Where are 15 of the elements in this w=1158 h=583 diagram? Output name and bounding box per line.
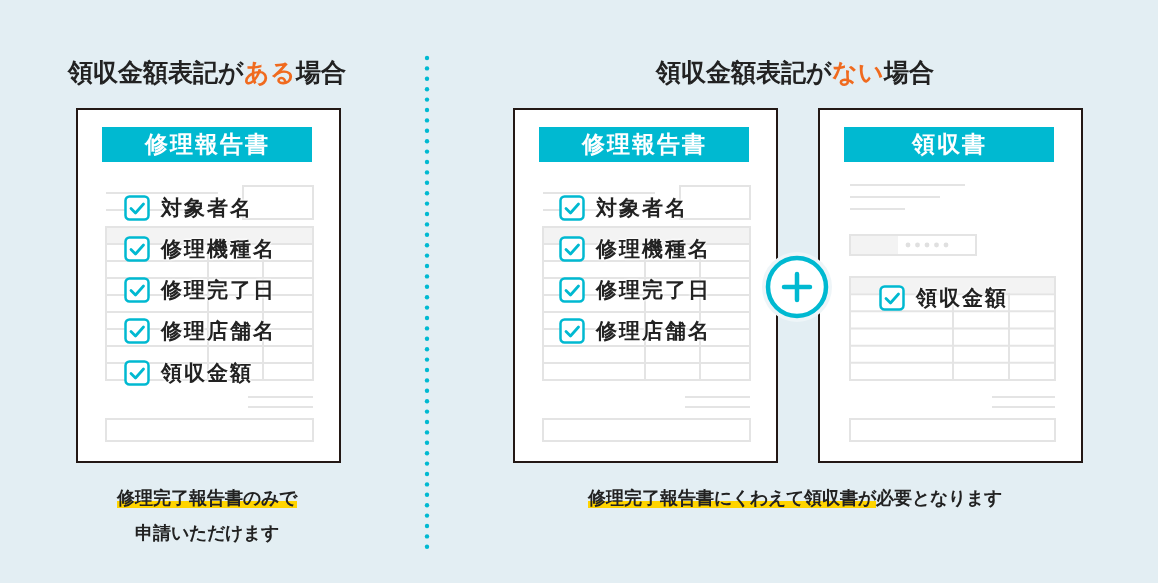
section-heading: 領収金額表記がない場合 [656, 57, 934, 89]
checklist-item: 領収金額 [916, 285, 1008, 311]
checklist-item: 領収金額 [161, 360, 253, 386]
checklist-item: 対象者名 [596, 195, 688, 221]
title-bar: 修理報告書 [102, 127, 312, 162]
title-bar: 領収書 [844, 127, 1054, 162]
checklist-item: 修理店舗名 [161, 318, 276, 344]
checklist-item: 修理完了日 [596, 277, 711, 303]
title-bar: 修理報告書 [539, 127, 749, 162]
checklist-item: 修理店舗名 [596, 318, 711, 344]
checklist-item: 修理完了日 [161, 277, 276, 303]
section-heading: 領収金額表記がある場合 [68, 57, 346, 89]
checklist-item: 修理機種名 [161, 236, 276, 262]
checklist-item: 対象者名 [161, 195, 253, 221]
checklist-item: 修理機種名 [596, 236, 711, 262]
